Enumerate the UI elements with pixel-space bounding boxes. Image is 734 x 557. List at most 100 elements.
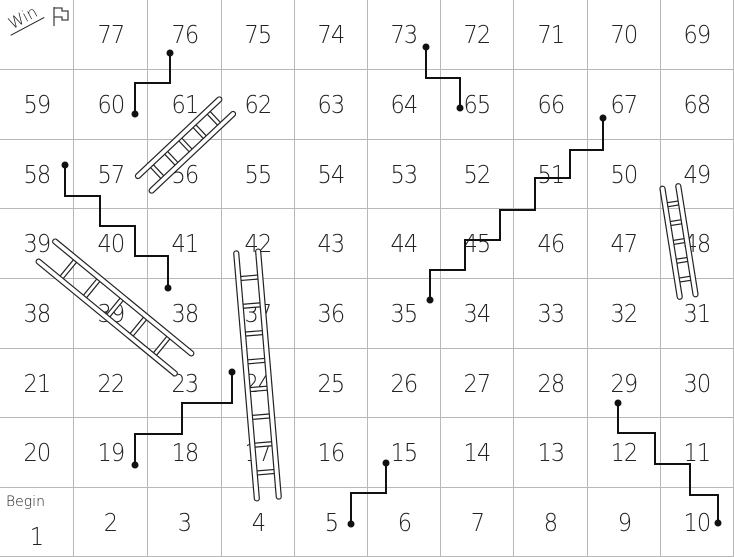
cell-number: 61 [171, 90, 199, 119]
board-cell: 40 [74, 209, 148, 279]
cell-number: 51 [537, 159, 565, 189]
cell-number: 26 [390, 368, 419, 398]
cell-number: 35 [390, 299, 419, 328]
board-cell: 38 [0, 279, 74, 349]
board-cell: 26 [368, 349, 441, 418]
board-cell: 4 [222, 488, 295, 557]
board-cell: 17 [222, 418, 295, 488]
board-cell: 15 [368, 418, 441, 488]
start-cell: Begin 1 [0, 488, 74, 557]
cell-number: 4 [251, 507, 265, 537]
cell-number: 17 [244, 438, 273, 467]
board-cell: 50 [588, 140, 661, 209]
board-cell: 51 [514, 140, 588, 209]
win-label: Win [1, 0, 45, 36]
board-cell: 12 [588, 418, 661, 488]
cell-number: 34 [463, 299, 492, 328]
board-cell: 35 [368, 279, 441, 349]
cell-number: 13 [537, 438, 565, 467]
board-cell: 38 [148, 279, 222, 349]
board-cell: 24 [222, 349, 295, 418]
board-cell: 71 [514, 0, 588, 70]
cell-number: 2 [103, 507, 118, 537]
cell-number: 29 [610, 368, 639, 398]
board-cell: 46 [514, 209, 588, 279]
board-cell: 65 [441, 70, 514, 140]
cell-number: 48 [683, 229, 712, 258]
board-cell: 55 [222, 140, 295, 209]
board-cell: 25 [295, 349, 368, 418]
cell-number: 15 [390, 438, 419, 467]
cell-number: 18 [171, 438, 199, 467]
cell-number: 43 [317, 229, 346, 258]
board-cell: 47 [588, 209, 661, 279]
cell-number: 73 [390, 20, 419, 49]
board-cell: 76 [148, 0, 222, 70]
board-cell: 77 [74, 0, 148, 70]
cell-number: 63 [317, 90, 346, 119]
cell-number: 5 [324, 507, 338, 537]
board-cell: 7 [441, 488, 514, 557]
cell-number: 22 [97, 368, 125, 398]
board-cell: 16 [295, 418, 368, 488]
board-cell: 28 [514, 349, 588, 418]
board-cell: 56 [148, 140, 222, 209]
cell-number: 64 [390, 90, 419, 119]
board-cell: 21 [0, 349, 74, 418]
cell-number: 11 [683, 438, 712, 467]
cell-number: 36 [317, 299, 346, 328]
board-cell: 37 [222, 279, 295, 349]
cell-number: 25 [317, 368, 346, 398]
cell-number: 62 [244, 90, 273, 119]
begin-label: Begin [6, 494, 45, 510]
cell-number: 54 [317, 159, 346, 189]
cell-number: 16 [317, 438, 346, 467]
board-cell: 72 [441, 0, 514, 70]
board-cell: 43 [295, 209, 368, 279]
cell-number: 1 [29, 521, 44, 551]
cell-number: 68 [683, 90, 712, 119]
cell-number: 45 [463, 229, 492, 258]
board-cell: 42 [222, 209, 295, 279]
cell-number: 70 [610, 20, 639, 49]
board-cell: 74 [295, 0, 368, 70]
board-cell: 32 [588, 279, 661, 349]
board-cell: 22 [74, 349, 148, 418]
cell-number: 40 [97, 229, 125, 258]
board-cell: 44 [368, 209, 441, 279]
cell-number: 65 [463, 90, 492, 119]
board-cell: 39 [74, 279, 148, 349]
board-cell: 54 [295, 140, 368, 209]
cell-number: 38 [171, 299, 199, 328]
cell-number: 56 [171, 159, 199, 189]
cell-number: 37 [244, 299, 273, 328]
cell-number: 72 [463, 20, 492, 49]
board-cell: 59 [0, 70, 74, 140]
cell-number: 71 [537, 20, 565, 49]
board-cell: 45 [441, 209, 514, 279]
cell-number: 23 [171, 368, 199, 398]
cell-number: 50 [610, 159, 639, 189]
cell-number: 53 [390, 159, 419, 189]
cell-number: 75 [244, 20, 273, 49]
cell-number: 55 [244, 159, 273, 189]
board-cell: 2 [74, 488, 148, 557]
cell-number: 14 [463, 438, 492, 467]
cell-number: 69 [683, 20, 712, 49]
cell-number: 39 [23, 229, 51, 258]
cell-number: 21 [23, 368, 51, 398]
cell-number: 39 [97, 299, 125, 328]
cell-number: 9 [617, 507, 631, 537]
board-cell: 39 [0, 209, 74, 279]
board-cell: 29 [588, 349, 661, 418]
board-cell: 34 [441, 279, 514, 349]
board-cell: 23 [148, 349, 222, 418]
board-cell: 63 [295, 70, 368, 140]
cell-number: 46 [537, 229, 565, 258]
cell-number: 30 [683, 368, 712, 398]
board-cell: 60 [74, 70, 148, 140]
cell-number: 8 [543, 507, 558, 537]
board-cell: 70 [588, 0, 661, 70]
board-cell: 48 [661, 209, 734, 279]
